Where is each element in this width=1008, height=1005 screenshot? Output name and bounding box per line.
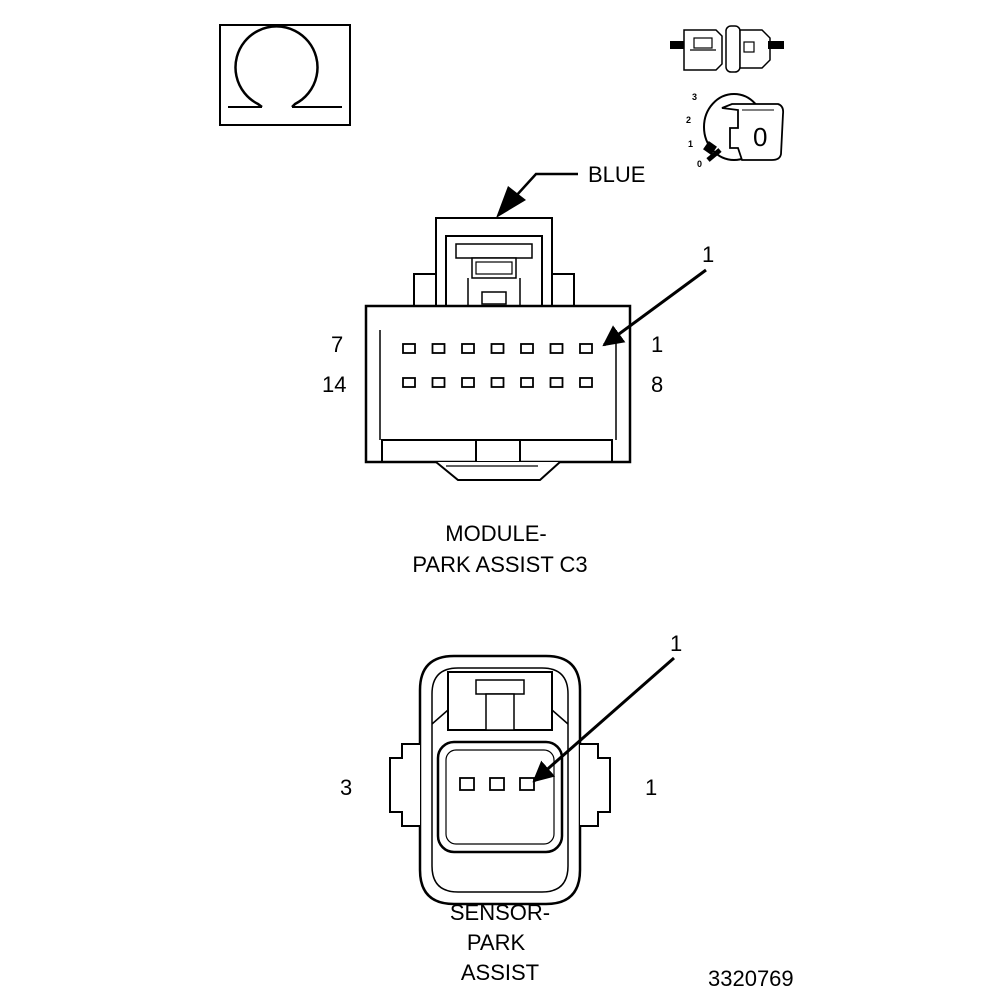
sensor-connector: 3 1 1 SENSOR- PARK ASSIST	[340, 631, 682, 985]
module-connector: BLUE 7 1 14 8 1 MODULE- PA	[322, 162, 714, 577]
module-pin-cavity	[402, 343, 416, 354]
module-pin-label-7: 7	[331, 332, 343, 357]
module-pin-cavity	[490, 377, 505, 388]
module-callout-arrow	[602, 268, 707, 347]
module-pin-cavity	[549, 377, 564, 388]
module-callout-number: 1	[702, 242, 714, 267]
ignition-position-0: 0	[697, 159, 702, 169]
connector-disconnected-icon	[670, 25, 784, 73]
sensor-pin-row	[459, 777, 535, 791]
module-pin-label-1: 1	[651, 332, 663, 357]
ignition-position-2: 2	[686, 115, 691, 125]
sensor-pin-cavity	[459, 777, 475, 791]
ignition-key-position: 0	[753, 122, 767, 152]
sensor-callout-arrow	[532, 656, 675, 783]
sensor-title-line1: SENSOR-	[450, 900, 550, 925]
module-pin-label-14: 14	[322, 372, 346, 397]
module-pin-cavity	[579, 343, 593, 354]
module-title-line1: MODULE-	[445, 521, 546, 546]
module-pin-label-8: 8	[651, 372, 663, 397]
module-title-line2: PARK ASSIST C3	[412, 552, 587, 577]
sensor-pin-cavity	[519, 777, 535, 791]
module-pin-cavity	[549, 343, 564, 354]
module-pin-cavity	[520, 343, 534, 354]
module-pin-cavity	[431, 343, 446, 354]
module-pin-cavity	[520, 377, 534, 388]
connector-color-label: BLUE	[588, 162, 645, 187]
module-pin-cavity	[461, 343, 475, 354]
sensor-pin-label-3: 3	[340, 775, 352, 800]
module-pin-cavity	[461, 377, 475, 388]
sensor-title-line3: ASSIST	[461, 960, 539, 985]
sensor-callout-number: 1	[670, 631, 682, 656]
sensor-pin-cavity	[489, 777, 505, 791]
ohm-symbol-icon	[219, 24, 351, 126]
ignition-position-1: 1	[688, 139, 693, 149]
module-pin-grid	[402, 343, 593, 388]
ignition-position-3: 3	[692, 92, 697, 102]
figure-id: 3320769	[708, 966, 794, 991]
module-pin-cavity	[402, 377, 416, 388]
sensor-pin-label-1: 1	[645, 775, 657, 800]
module-pin-cavity	[431, 377, 446, 388]
ignition-switch-off-icon: 0 3 2 1 0	[686, 92, 785, 169]
module-pin-cavity	[490, 343, 505, 354]
module-pin-cavity	[579, 377, 593, 388]
sensor-title-line2: PARK	[467, 930, 526, 955]
